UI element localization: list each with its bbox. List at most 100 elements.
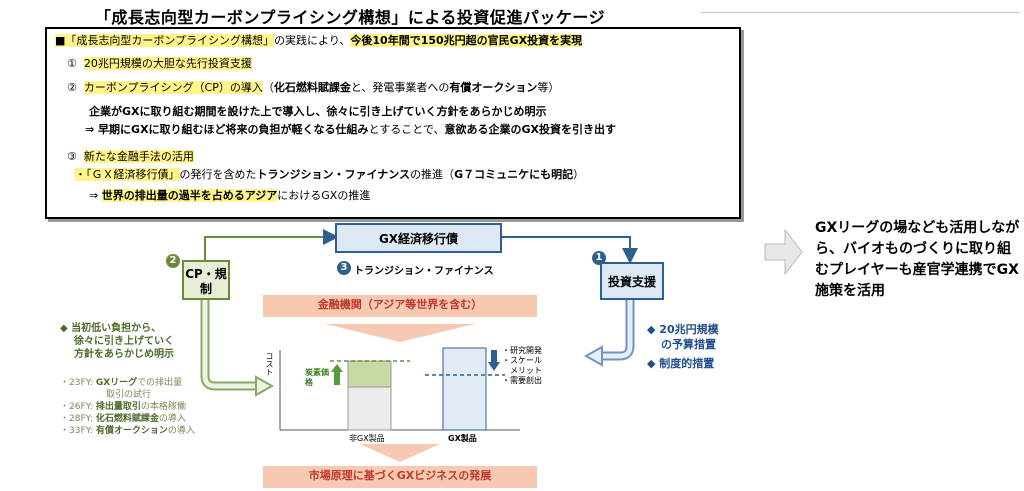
cp-schedule-list: ・23FY: GXリーグでの排出量 取引の試行 ・26FY: 排出量取引の本格稼… <box>60 377 195 437</box>
gx-bond-box: GX経済移行債 <box>335 223 502 253</box>
cp-schedule-item: ・28FY: 化石燃料賦課金の導入 <box>60 413 195 425</box>
carbon-up-arrow <box>331 364 343 385</box>
item-3-sub-1-e: G７コミュニケにも明記 <box>454 168 574 181</box>
schedule-key: GXリーグ <box>95 378 138 388</box>
item-3-sub-2-a: ⇒ <box>89 189 102 202</box>
page-title: 「成長志向型カーボンプライシング構想」による投資促進パッケージ <box>94 8 606 27</box>
cp-policy-heading-line: ◆ 当初低い負担から、 <box>60 323 162 334</box>
cost-down-arrow <box>488 350 500 371</box>
item-2-sub-2-c: 意欲ある企業のGX投資を引き出す <box>444 123 616 136</box>
transition-label: トランジション・ファイナンス <box>354 266 494 277</box>
cp-policy-heading-line: 方針をあらかじめ明示 <box>74 349 174 360</box>
carbon-price-bar <box>347 360 392 388</box>
schedule-key: 有償オークション <box>95 426 168 436</box>
side-arrow <box>764 228 803 276</box>
invest-label: 投資支援 <box>607 274 656 289</box>
side-message: GXリーグの場なども活用しながら、バイオものづくりに取り組むプレイヤーも産官学連… <box>815 220 1020 299</box>
item-1-number: ① <box>67 57 77 70</box>
item-2-sub-2-b: とすることで、 <box>368 123 445 136</box>
summary-line-1-b: の実践により、 <box>274 34 351 47</box>
item-3-sub-1-b: の発行を含めた <box>179 168 257 181</box>
cp-schedule-item: ・33FY: 有償オークションの導入 <box>60 425 195 437</box>
title-rule <box>700 12 1020 13</box>
item-3-sub-1: ・「ＧＸ経済移行債」の発行を含めたトランジション・ファイナンスの推進（G７コミュ… <box>75 168 584 182</box>
carbon-price-label: 炭素価格 <box>305 368 329 387</box>
invest-curve-arrow <box>600 300 635 361</box>
gx-bond-label: GX経済移行債 <box>378 231 459 246</box>
item-3-sub-1-d: の推進（ <box>410 168 455 181</box>
item-2-b: （ <box>262 81 274 94</box>
item-3-sub-2: ⇒ 世界の排出量の過半を占めるアジアにおけるGXの推進 <box>89 189 370 203</box>
schedule-year: ・33FY: <box>60 426 96 436</box>
cp-schedule-item: ・26FY: 排出量取引の本格稼働 <box>60 401 195 413</box>
summary-line-1-c: 今後10年間で150兆円超の官民GX投資を実現 <box>350 34 583 47</box>
schedule-key: 化石燃料賦課金 <box>95 414 159 424</box>
item-1: ① 20兆円規模の大胆な先行投資支援 <box>67 57 252 71</box>
finance-down-arrow <box>325 324 475 342</box>
item-2-sub-2: ⇒ 早期にGXに取り組むほど将来の負担が軽くなる仕組みとすることで、意欲ある企業… <box>85 123 616 137</box>
schedule-rest: 取引の試行 <box>106 390 152 400</box>
item-3-sub-1-a: ・「ＧＸ経済移行債」 <box>75 168 180 181</box>
invest-badge: 1 <box>592 251 606 265</box>
cp-policy-heading-line: 徐々に引き上げていく <box>74 336 174 347</box>
summary-box: ■「成長志向型カーボンプライシング構想」の実践により、今後10年間で150兆円超… <box>45 27 741 219</box>
invest-measure-line: の予算措置 <box>661 338 716 351</box>
item-2-d: と、発電事業者への <box>350 81 450 94</box>
cp-badge: 2 <box>166 254 180 268</box>
summary-line-1: ■「成長志向型カーボンプライシング構想」の実践により、今後10年間で150兆円超… <box>55 34 583 48</box>
cp-policy-heading: ◆ 当初低い負担から、 徐々に引き上げていく 方針をあらかじめ明示 <box>60 322 174 361</box>
cp-box: CP・規制 <box>182 260 230 300</box>
item-3-sub-1-f: ） <box>573 168 585 181</box>
invest-measure-line: ◆ 20兆円規模 <box>647 323 719 336</box>
cp-curve-arrow-head <box>255 375 275 397</box>
cp-label: CP・規制 <box>185 267 227 296</box>
item-2-f: 等） <box>537 81 560 94</box>
cost-axis-label: コスト <box>265 352 274 376</box>
schedule-year: ・23FY: <box>60 378 96 388</box>
reduction-item: ・研究開発 <box>502 346 542 355</box>
gx-product-bar <box>442 347 487 431</box>
non-gx-base-bar <box>347 386 392 431</box>
reduction-item: メリット <box>502 366 542 375</box>
invest-measures: ◆ 20兆円規模 の予算措置 ◆ 制度的措置 <box>647 322 719 371</box>
invest-measure-line: ◆ 制度的措置 <box>647 357 715 370</box>
item-3-sub-2-b: 世界の排出量の過半を占めるアジア <box>101 189 278 202</box>
item-2-a: カーボンプライシング（CP）の導入 <box>83 81 263 94</box>
item-3-sub-1-c: トランジション・ファイナンス <box>256 168 411 181</box>
schedule-rest: での排出量 <box>137 378 183 388</box>
item-3-number: ③ <box>67 150 77 163</box>
market-down-arrow <box>360 444 440 462</box>
item-1-text: 20兆円規模の大胆な先行投資支援 <box>83 57 252 70</box>
reduction-list: ・研究開発 ・スケール メリット ・需要創出 <box>502 346 542 386</box>
item-2-number: ② <box>67 81 77 94</box>
gx-product-label: GX製品 <box>448 434 477 443</box>
item-3-sub-2-c: におけるGXの推進 <box>277 189 371 202</box>
reduction-item: ・スケール <box>502 356 542 365</box>
bond-to-invest-line <box>502 236 638 264</box>
item-3-text: 新たな金融手法の活用 <box>83 150 194 163</box>
cp-schedule-item: ・23FY: GXリーグでの排出量 <box>60 377 195 389</box>
item-2: ② カーボンプライシング（CP）の導入（化石燃料賦課金と、発電事業者への有償オー… <box>67 81 559 95</box>
item-2-e: 有償オークション <box>449 81 538 94</box>
cp-to-bond-line <box>204 229 339 260</box>
schedule-rest: の本格稼働 <box>140 402 186 412</box>
item-2-sub-1: 企業がGXに取り組む期間を設けた上で導入し、徐々に引き上げていく方針をあらかじめ… <box>89 105 547 118</box>
transition-badge: 3 <box>337 261 351 275</box>
schedule-rest: の導入 <box>167 426 195 436</box>
item-3: ③ 新たな金融手法の活用 <box>67 150 194 164</box>
invest-curve-arrow-head <box>583 345 603 367</box>
cp-schedule-item: 取引の試行 <box>60 389 195 401</box>
schedule-year: ・28FY: <box>60 414 96 424</box>
item-2-c: 化石燃料賦課金 <box>273 81 351 94</box>
cp-curve-arrow <box>200 300 258 391</box>
market-banner: 市場原理に基づくGXビジネスの発展 <box>263 466 537 488</box>
schedule-year: ・26FY: <box>60 402 96 412</box>
item-2-sub-2-a: ⇒ 早期にGXに取り組むほど将来の負担が軽くなる仕組み <box>85 123 369 136</box>
invest-box: 投資支援 <box>600 262 664 300</box>
non-gx-label: 非GX製品 <box>349 434 385 443</box>
schedule-rest: の導入 <box>158 414 186 424</box>
schedule-key: 排出量取引 <box>95 402 141 412</box>
reduction-item: ・需要創出 <box>502 376 542 385</box>
finance-banner: 金融機関（アジア等世界を含む） <box>263 295 537 317</box>
